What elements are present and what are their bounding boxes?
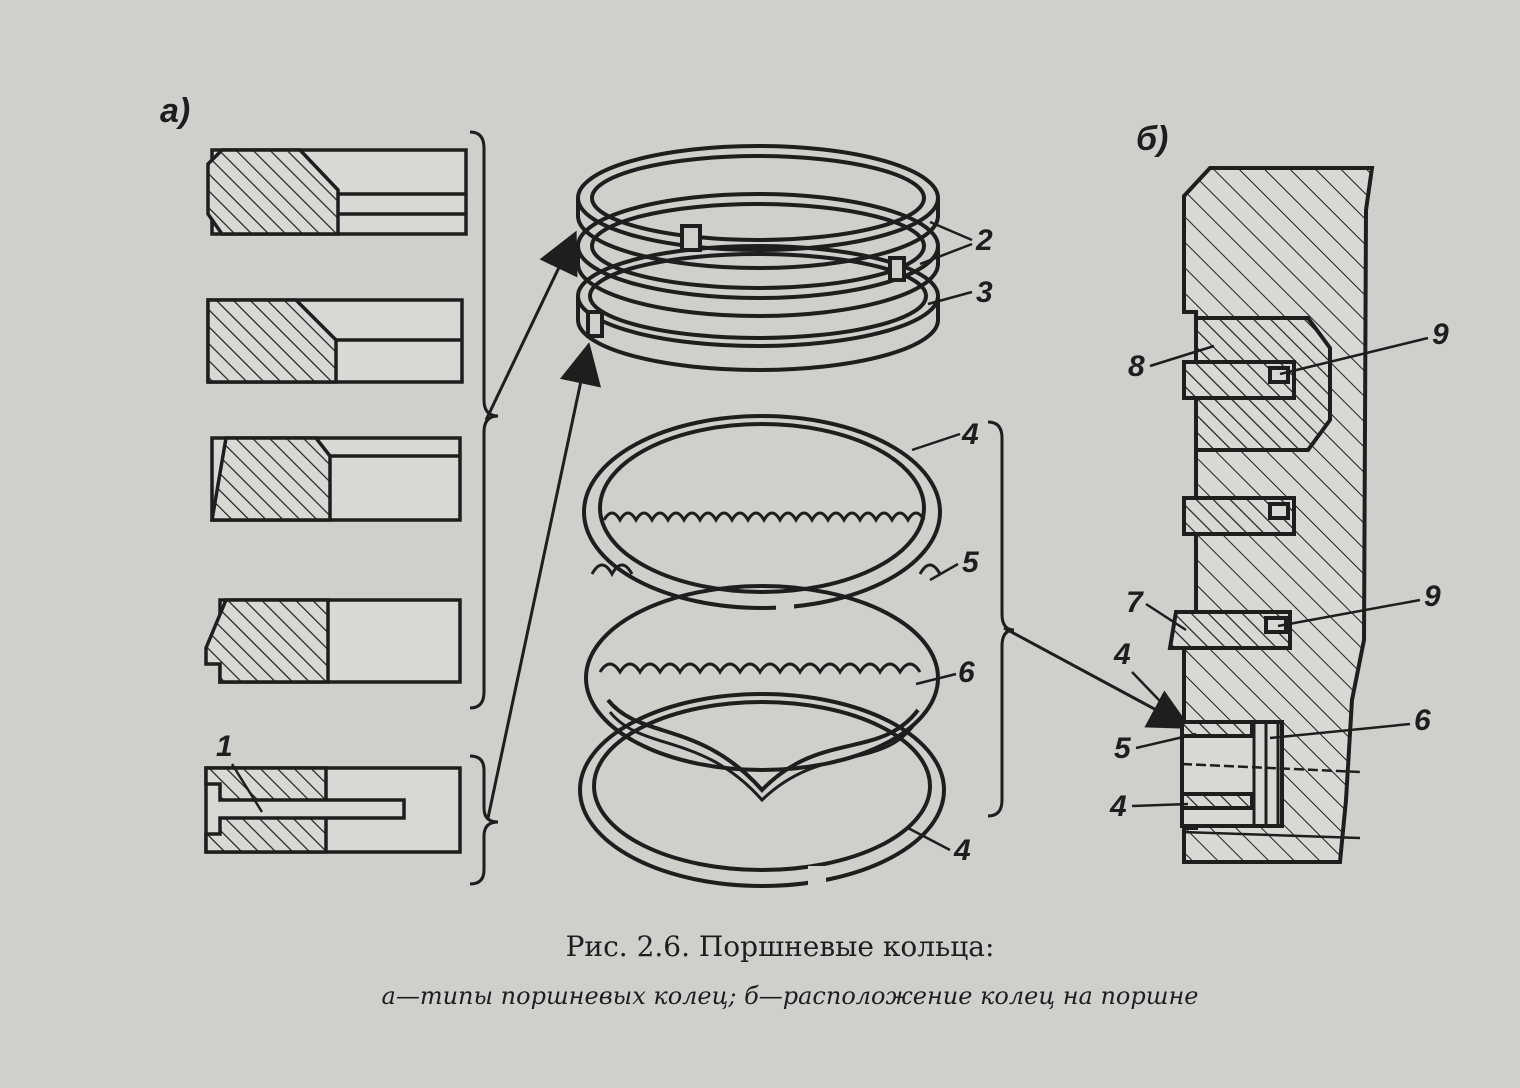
upper-ring-stack [576,144,940,372]
callout-4-b-top: 4 [1113,638,1131,671]
ring-section-2 [206,298,464,384]
ring-section-4 [204,598,462,684]
leader-6-b [1269,722,1411,740]
leader-6 [915,672,957,686]
callout-1: 1 [216,730,233,763]
leader-4-b-top [1131,671,1185,727]
arrow-to-oil-ring [486,342,602,819]
callout-5-b: 5 [1114,732,1132,765]
leader-5-b [1135,732,1197,750]
callout-7: 7 [1126,586,1144,619]
ring-section-3 [209,436,462,522]
callout-4-top: 4 [961,418,979,451]
callout-9-mid: 9 [1424,580,1441,613]
leader-4-b-bottom [1131,802,1189,808]
leader-5 [929,562,959,582]
callout-9-top: 9 [1432,318,1449,351]
panel-b-label: б) [1136,120,1168,158]
callout-4-b-bottom: 4 [1109,790,1127,823]
arrow-to-piston-groove [1003,626,1192,729]
leader-9-mid [1277,598,1421,628]
callout-2: 2 [975,224,993,257]
leader-9-top [1279,336,1429,376]
leader-1 [230,763,264,813]
callout-6: 6 [958,656,975,689]
leader-7 [1145,602,1187,632]
ring-section-1 [206,148,468,236]
arrow-to-compression-rings [484,230,578,421]
leader-8 [1149,344,1215,368]
leader-3 [927,290,973,306]
leader-2b [919,242,973,266]
leader-4-top [911,432,961,452]
bracket-oil-assembly [987,420,1015,818]
composite-oil-ring-assembly [578,414,946,892]
leader-4-bottom [907,826,951,852]
caption-title: Рис. 2.6. Поршневые кольца: [566,930,995,963]
ring-section-5 [204,766,462,854]
callout-5: 5 [962,546,980,579]
caption-description: а—типы поршневых колец; б—расположение к… [382,982,1199,1010]
callout-3: 3 [976,276,993,309]
bracket-compression-sections [469,130,499,710]
callout-6-b: 6 [1414,704,1431,737]
piston-section [1167,166,1375,864]
callout-8: 8 [1128,350,1145,383]
bracket-oil-section [469,754,499,886]
panel-a-label: а) [160,92,190,130]
callout-4-bottom: 4 [953,834,971,867]
leader-2a [929,220,973,242]
